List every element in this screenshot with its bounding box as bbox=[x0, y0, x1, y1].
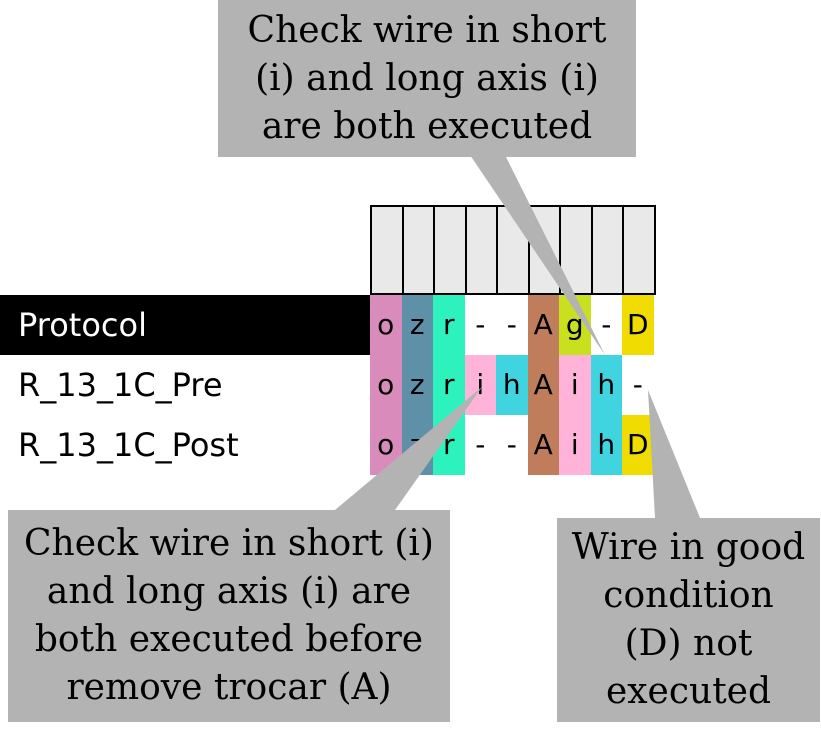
alignment-cell: - bbox=[496, 295, 528, 355]
alignment-cell: D bbox=[622, 415, 654, 475]
header-cell bbox=[401, 205, 433, 295]
alignment-cell: i bbox=[559, 355, 591, 415]
header-cell bbox=[464, 205, 496, 295]
callout-bottom-right: Wire in good condition (D) not executed bbox=[557, 518, 820, 722]
alignment-cell: o bbox=[370, 415, 402, 475]
alignment-cell: - bbox=[464, 295, 496, 355]
alignment-cell: h bbox=[590, 415, 622, 475]
header-cell bbox=[527, 205, 559, 295]
bottom-right-callout-pointer bbox=[648, 390, 700, 518]
alignment-cell: o bbox=[370, 355, 402, 415]
header-cell bbox=[433, 205, 465, 295]
alignment-cell: g bbox=[559, 295, 591, 355]
alignment-cell: - bbox=[622, 355, 654, 415]
row-label-post: R_13_1C_Post bbox=[18, 426, 239, 464]
alignment-cell: r bbox=[433, 355, 465, 415]
alignment-cell: - bbox=[496, 415, 528, 475]
alignment-cell: z bbox=[401, 415, 433, 475]
alignment-cell: h bbox=[496, 355, 528, 415]
callout-bottom-right-text: Wire in good condition (D) not executed bbox=[571, 527, 806, 712]
alignment-cell: r bbox=[433, 295, 465, 355]
alignment-cell: A bbox=[527, 415, 559, 475]
callout-top-text: Check wire in short (i) and long axis (i… bbox=[247, 9, 607, 147]
row-label-protocol: Protocol bbox=[0, 295, 372, 355]
callout-bottom-left-text: Check wire in short (i) and long axis (i… bbox=[24, 523, 434, 708]
header-cell bbox=[370, 205, 402, 295]
alignment-cell: i bbox=[464, 355, 496, 415]
alignment-header bbox=[370, 205, 656, 295]
alignment-cell: z bbox=[401, 295, 433, 355]
alignment-cell: h bbox=[590, 355, 622, 415]
alignment-cell: A bbox=[527, 295, 559, 355]
alignment-cell: o bbox=[370, 295, 402, 355]
callout-top: Check wire in short (i) and long axis (i… bbox=[218, 0, 636, 157]
header-cell bbox=[590, 205, 622, 295]
header-cell bbox=[496, 205, 528, 295]
header-cell bbox=[622, 205, 656, 295]
alignment-cell: z bbox=[401, 355, 433, 415]
alignment-cell: r bbox=[433, 415, 465, 475]
alignment-cell: D bbox=[622, 295, 654, 355]
alignment-cell: A bbox=[527, 355, 559, 415]
alignment-cell: - bbox=[590, 295, 622, 355]
row-label-pre: R_13_1C_Pre bbox=[18, 366, 223, 404]
alignment-cell: i bbox=[559, 415, 591, 475]
header-cell bbox=[559, 205, 591, 295]
callout-bottom-left: Check wire in short (i) and long axis (i… bbox=[8, 510, 450, 722]
alignment-cell: - bbox=[464, 415, 496, 475]
